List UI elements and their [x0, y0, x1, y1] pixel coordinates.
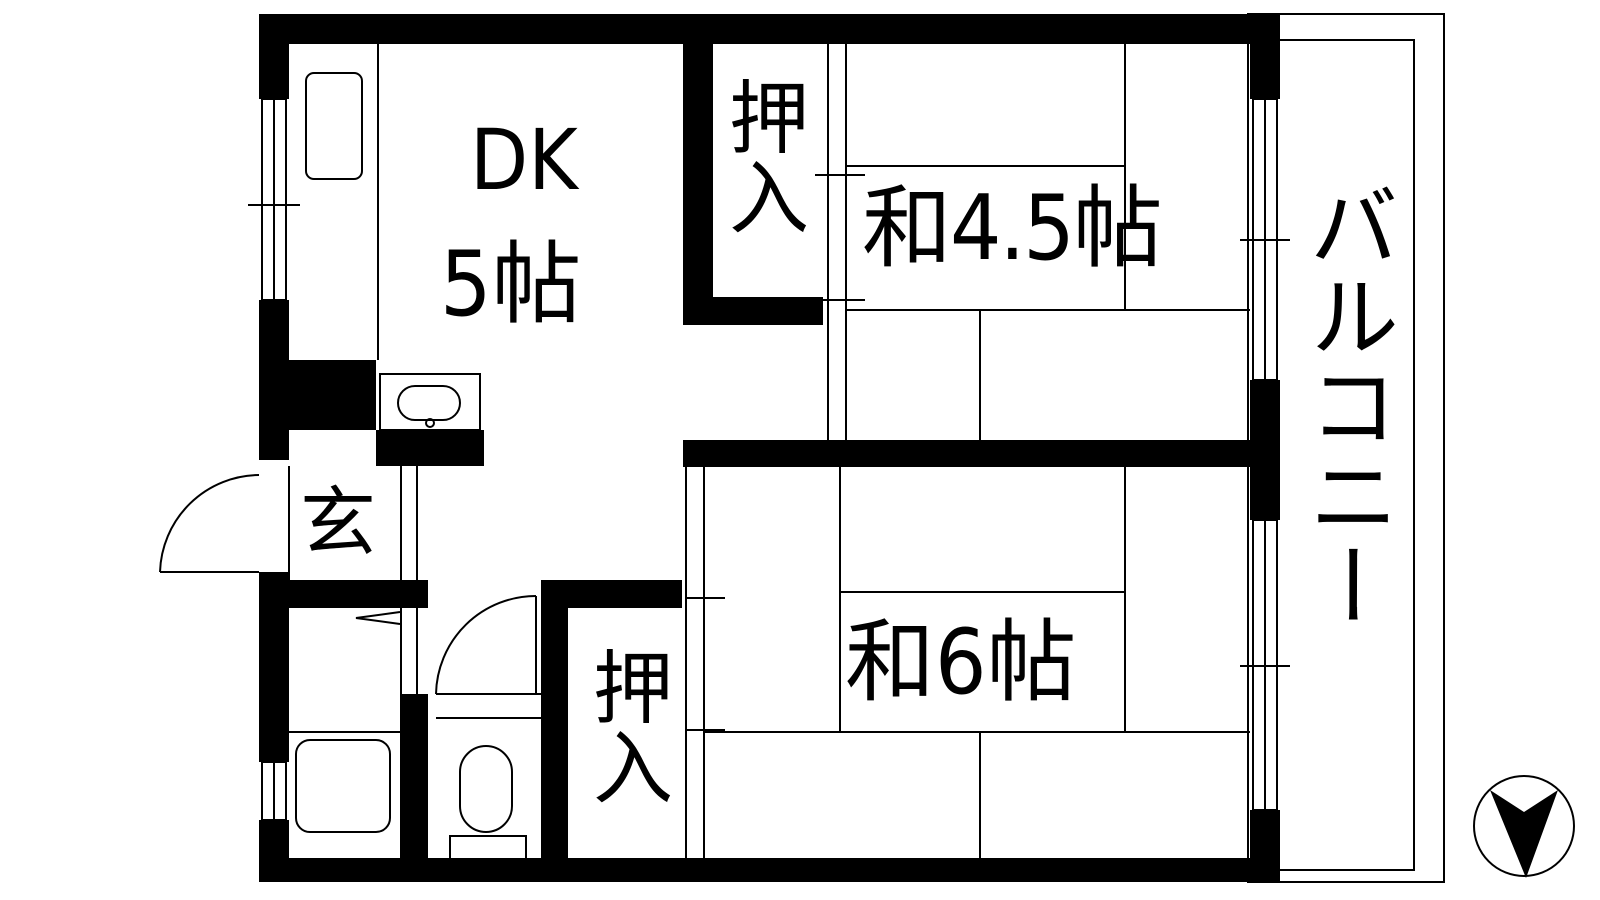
washroom: [289, 608, 418, 733]
north-arrow-icon: [1473, 775, 1575, 878]
dk-room-size-label: 5帖: [440, 232, 582, 337]
genkan-label: 玄: [300, 478, 376, 567]
entrance-door: [159, 466, 418, 580]
tatami-lines: [704, 44, 1250, 858]
bathtub-icon: [295, 739, 391, 833]
oshiire-bottom-label: 押入: [580, 646, 673, 806]
washitsu-6-label: 和6帖: [845, 610, 1077, 715]
windows: [248, 98, 1290, 821]
toilet-icon: [449, 745, 527, 875]
sink-icon: [379, 373, 481, 431]
washitsu-45-label: 和4.5帖: [862, 176, 1163, 281]
oshiire-top-label: 押入: [716, 76, 809, 236]
balcony-label: バルコニー: [1293, 180, 1398, 630]
sliding-doors: [685, 44, 865, 858]
walls: [259, 14, 1280, 882]
kitchen-counter-icon: [305, 44, 379, 360]
toilet-door: [435, 595, 541, 719]
dk-room-label: DK: [470, 111, 578, 209]
